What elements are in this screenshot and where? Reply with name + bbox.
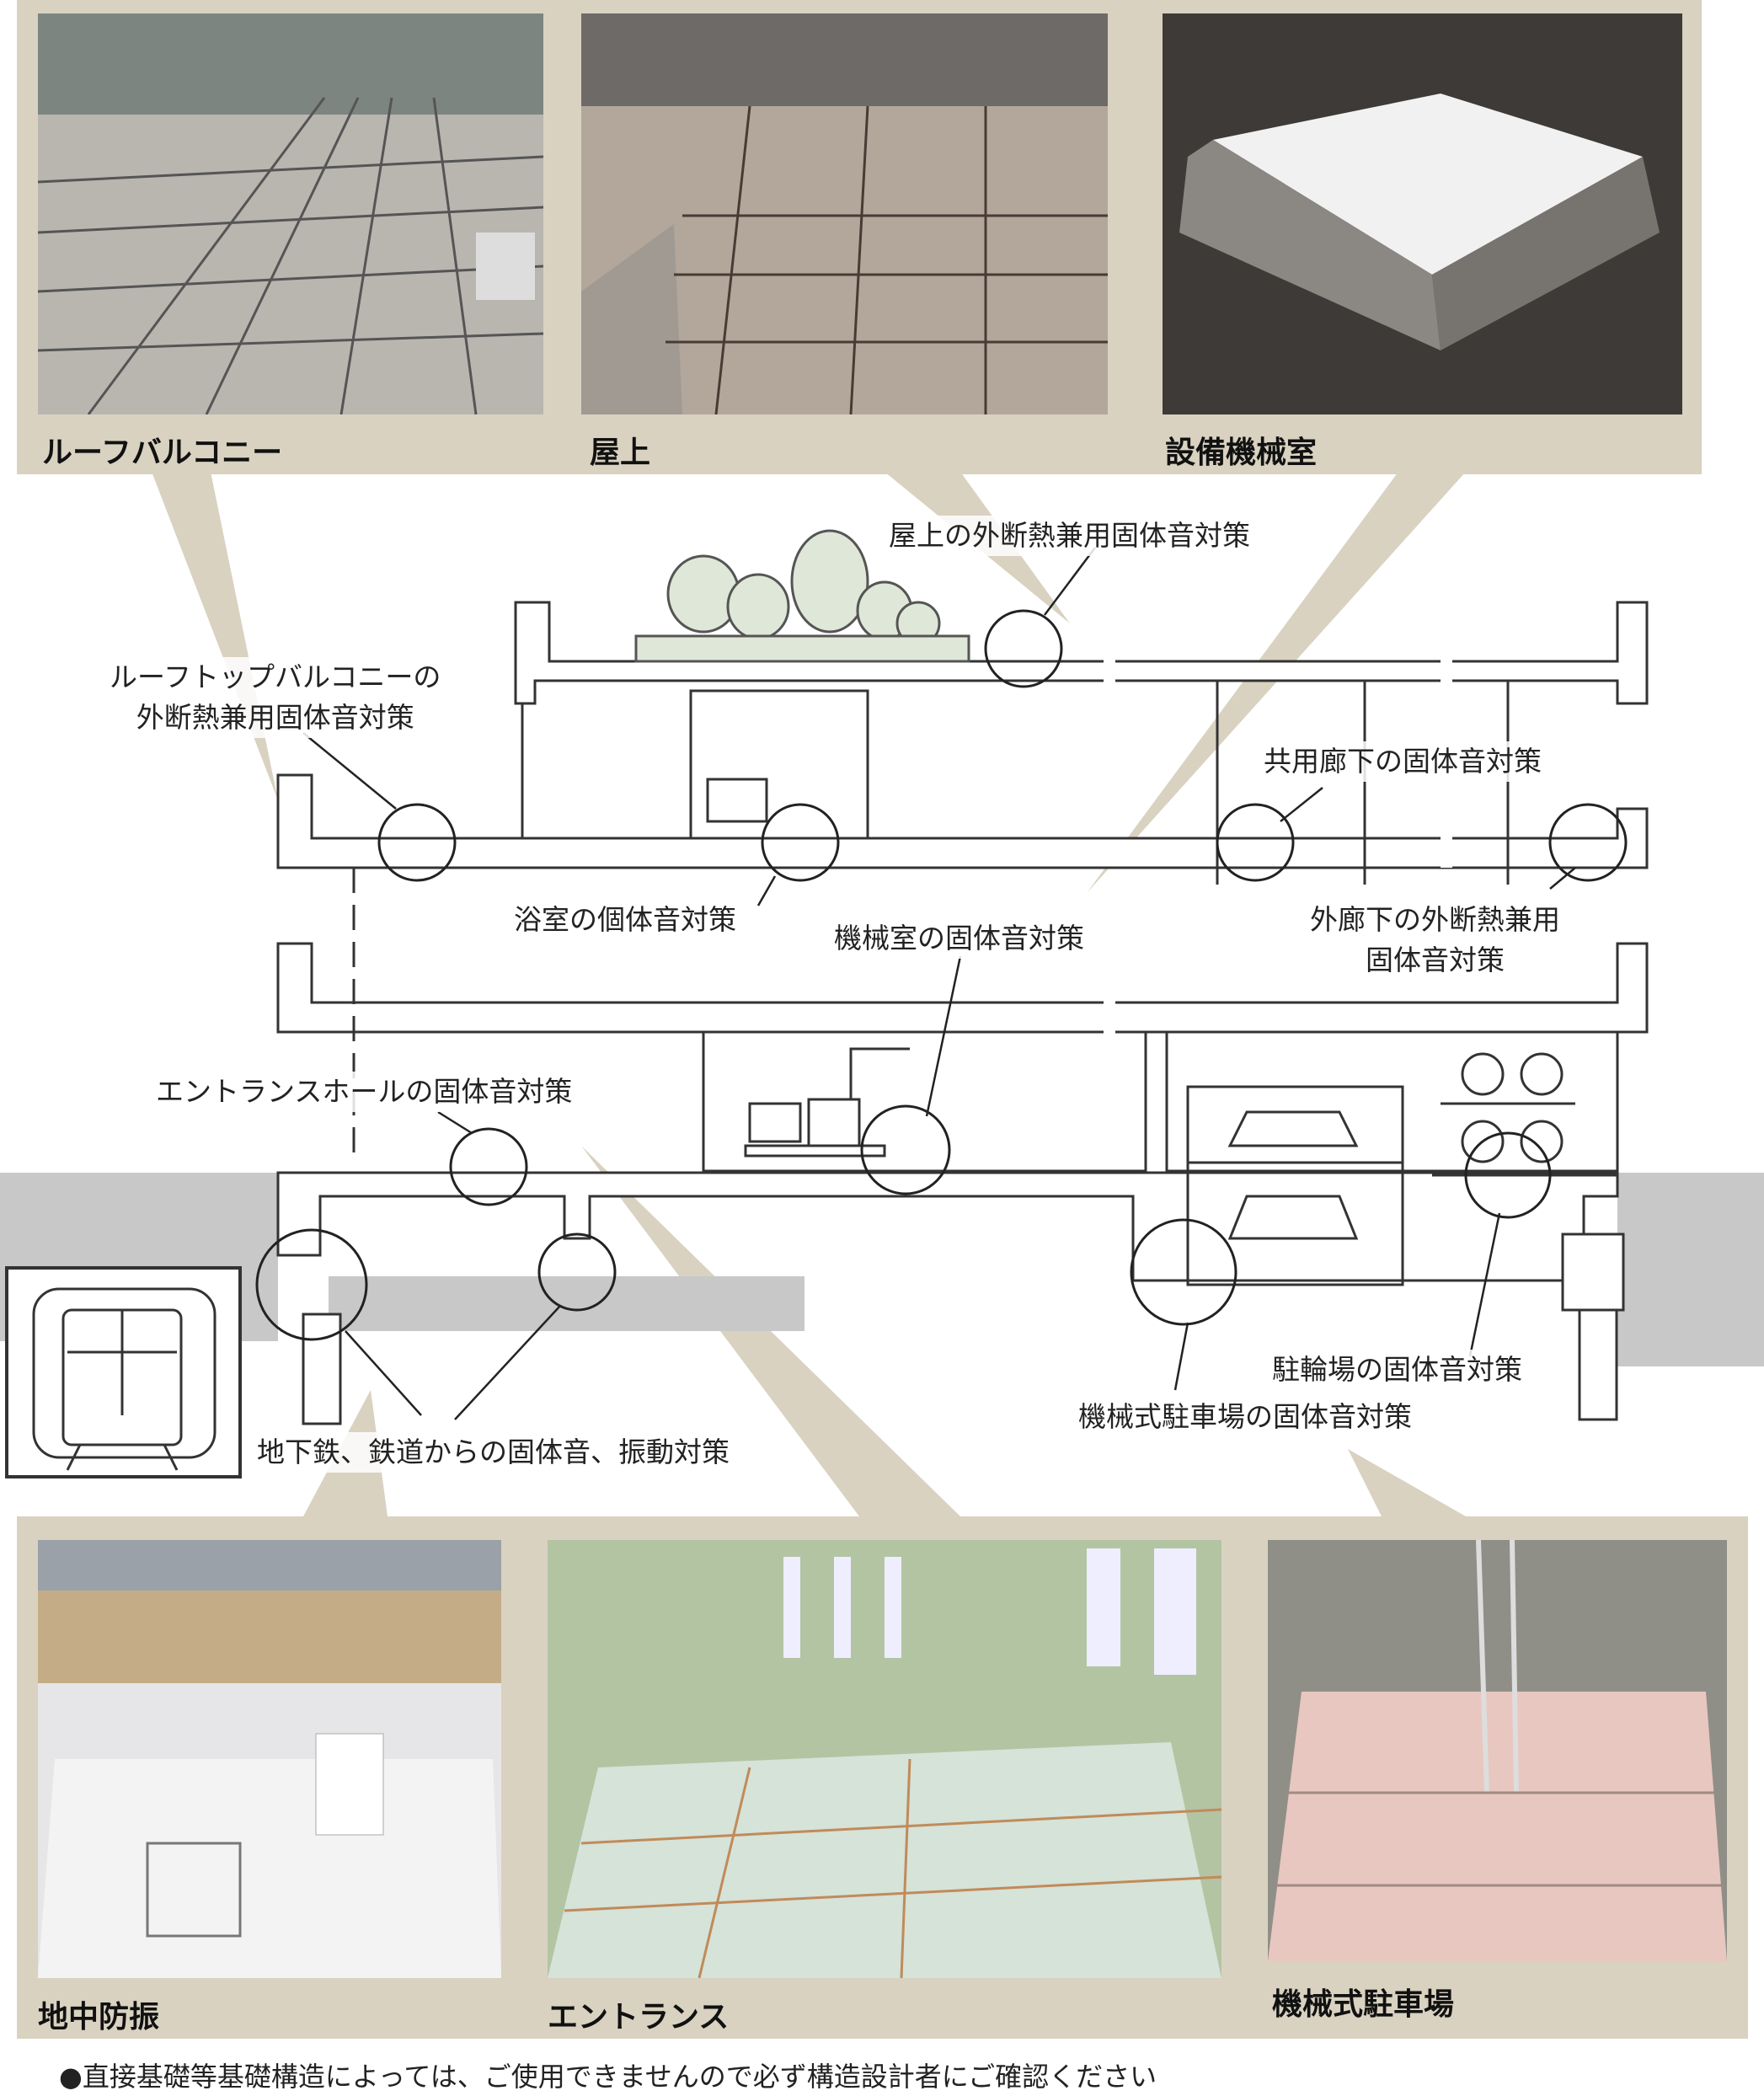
label-roof-balcony: ルーフトップバルコニーの 外断熱兼用固体音対策 (110, 657, 441, 738)
pile-left (302, 1313, 342, 1425)
caption-machine-room: 設備機械室 (1165, 436, 1318, 470)
label-corridor: 共用廊下の固体音対策 (1264, 741, 1542, 782)
label-roof-balcony-line1: ルーフトップバルコニーの (110, 660, 441, 693)
caption-roof-balcony: ルーフバルコニー (42, 436, 283, 470)
ground-right (1617, 1173, 1764, 1366)
ground-floor-slab (276, 1171, 1619, 1282)
bathroom-room (689, 689, 869, 840)
pile-cap-right (1561, 1232, 1625, 1312)
label-parking: 機械式駐車場の固体音対策 (1078, 1397, 1412, 1437)
photo-parking (1268, 1540, 1727, 1961)
roof-slab (514, 601, 1649, 705)
photo-entrance (548, 1540, 1221, 1978)
label-bicycle: 駐輪場の固体音対策 (1272, 1350, 1522, 1390)
label-machine-room: 機械室の固体音対策 (834, 918, 1084, 959)
rooftop-trees (634, 529, 970, 663)
label-subway: 地下鉄、鉄道からの固体音、振動対策 (257, 1432, 730, 1473)
caption-underground: 地中防振 (38, 2000, 160, 2035)
caption-parking: 機械式駐車場 (1272, 1987, 1455, 2022)
detail-circles (255, 609, 1628, 1341)
photo-underground (38, 1540, 501, 1978)
label-roof-balcony-line2: 外断熱兼用固体音対策 (136, 701, 414, 734)
photo-rooftop (581, 13, 1108, 414)
label-outer-corridor-line1: 外廊下の外断熱兼用 (1310, 903, 1560, 936)
callout-wedge-parking (1348, 1449, 1466, 1516)
caption-entrance: エントランス (548, 2000, 730, 2035)
label-outer-corridor-line2: 固体音対策 (1366, 944, 1505, 976)
upper-floor-slab (276, 773, 1649, 869)
label-outer-corridor: 外廊下の外断熱兼用 固体音対策 (1310, 900, 1560, 981)
callout-wedge-roof-balcony (152, 472, 278, 800)
label-rooftop: 屋上の外断熱兼用固体音対策 (889, 516, 1250, 556)
photo-roof-balcony (38, 13, 543, 414)
pump-machine-icon (744, 1047, 910, 1158)
bicycle-icons (1432, 1052, 1617, 1177)
machine-room-room (702, 1030, 1147, 1173)
label-bathroom: 浴室の個体音対策 (514, 900, 736, 940)
caption-rooftop: 屋上 (590, 436, 651, 470)
callout-wedge-machine-room (1087, 472, 1466, 893)
ground-mid (329, 1276, 804, 1331)
bathtub-icon (706, 778, 768, 823)
footnote: ●直接基礎等基礎構造によっては、ご使用できませんので必ず構造設計者にご確認くださ… (59, 2061, 1157, 2093)
parking-lift (1186, 1085, 1404, 1286)
label-entrance-hall: エントランスホールの固体音対策 (156, 1072, 573, 1112)
car-icons (1227, 1110, 1359, 1240)
photo-machine-room (1163, 13, 1682, 414)
